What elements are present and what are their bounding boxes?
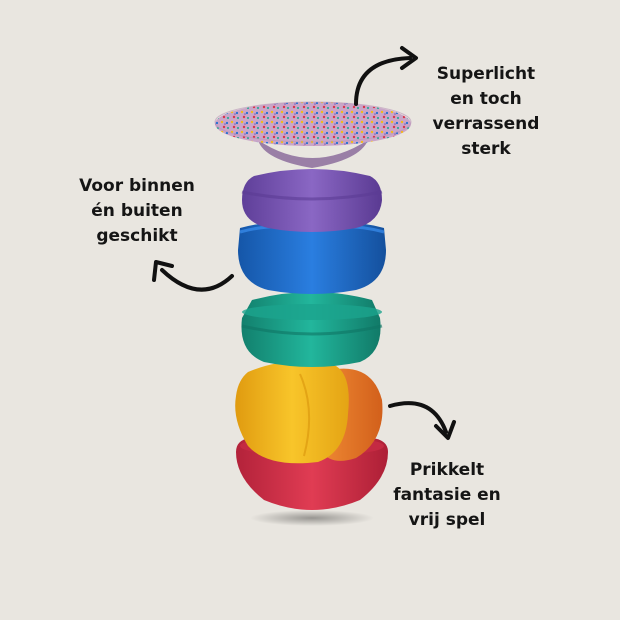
balance-board (214, 101, 412, 168)
caption-line: vrij spel (408, 510, 486, 530)
stone-blue (238, 222, 386, 294)
caption-indoor-outdoor: Voor binnen én buiten geschikt (70, 174, 204, 249)
caption-line: verrassend (432, 114, 540, 134)
stone-yellow (235, 361, 349, 464)
caption-line: Superlicht (436, 64, 536, 84)
ground-shadow (250, 510, 374, 526)
stone-purple (241, 169, 383, 232)
caption-line: geschikt (96, 226, 178, 246)
arrow-left-icon (152, 260, 234, 292)
caption-line: en toch (450, 89, 522, 109)
caption-line: én buiten (91, 201, 183, 221)
caption-line: Voor binnen (79, 176, 195, 196)
arrow-bottom-icon (388, 401, 456, 440)
caption-line: Prikkelt (409, 460, 485, 480)
stone-teal (241, 292, 383, 367)
caption-line: fantasie en (393, 485, 501, 505)
caption-lightweight: Superlicht en toch verrassend sterk (428, 62, 544, 162)
arrow-top-icon (354, 46, 418, 106)
caption-imagination: Prikkelt fantasie en vrij spel (388, 458, 506, 533)
caption-line: sterk (461, 139, 511, 159)
